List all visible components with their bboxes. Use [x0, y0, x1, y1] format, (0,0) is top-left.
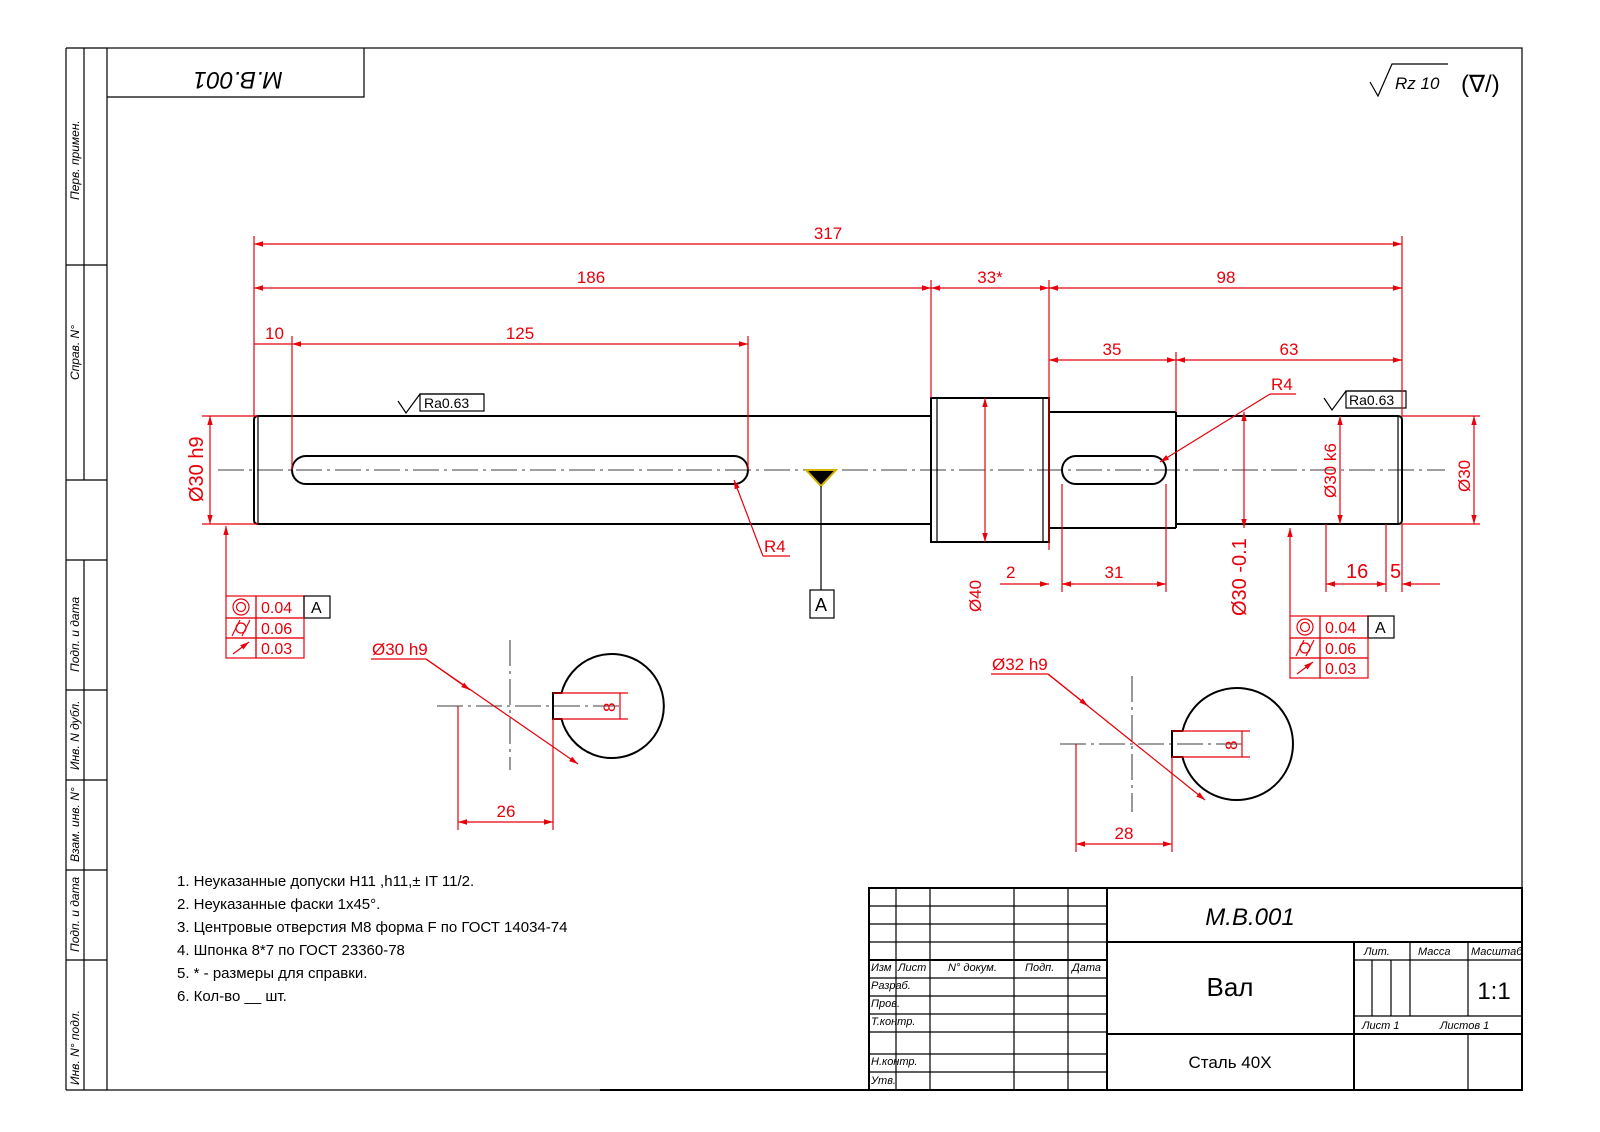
- section-left-diameter: Ø30 h9: [372, 640, 428, 659]
- tb-scale: 1:1: [1477, 978, 1510, 1005]
- gdt-right-value-2: 0.06: [1325, 641, 1356, 658]
- dim-16: 16: [1346, 561, 1368, 583]
- dim-r4-left: R4: [764, 537, 786, 556]
- gdt-right-datum: A: [1375, 620, 1386, 637]
- datum-label: A: [815, 595, 827, 615]
- gdt-left-datum: A: [311, 600, 322, 617]
- tb-lit: Лит.: [1363, 946, 1390, 958]
- cylindricity-icon: [1295, 639, 1315, 657]
- dim-125: 125: [506, 324, 534, 343]
- section-left-depth: 26: [497, 802, 516, 821]
- dim-31: 31: [1105, 563, 1124, 582]
- dim-dia-30-01: Ø30 -0.1: [1229, 538, 1251, 616]
- dimensions: 317 186 33* 98 10 125 35 63 Ø30 h9 Ø40 Ø…: [186, 224, 1480, 616]
- section-left: 8 26 Ø30 h9: [371, 640, 665, 830]
- section-right-key-width: 8: [1222, 741, 1241, 750]
- note-3: 3. Центровые отверстия М8 форма F по ГОС…: [177, 919, 567, 936]
- shaft-main-view: A: [218, 397, 1445, 619]
- sidebar-inv-dubl: Инв. N дубл.: [68, 701, 82, 770]
- tb-razrab: Разраб.: [871, 980, 911, 992]
- gdt-frame-left: 0.04 A 0.06 0.03: [225, 595, 331, 659]
- tb-podp: Подп.: [1025, 962, 1054, 974]
- note-1: 1. Неуказанные допуски H11 ,h11,± IT 11/…: [177, 873, 474, 890]
- stamp-drawing-number: M.B.001: [193, 66, 282, 93]
- gdt-left-value-1: 0.04: [261, 600, 292, 617]
- sidebar-vzam-inv: Взам. инв. N°: [68, 787, 82, 862]
- section-right: 8 28 Ø32 h9: [991, 655, 1294, 852]
- sidebar-inv-podl: Инв. N° подл.: [68, 1010, 82, 1085]
- roughness-ra-right: Ra0.63: [1349, 392, 1394, 408]
- dim-dia-right: Ø30: [1455, 460, 1474, 492]
- dim-186: 186: [577, 268, 605, 287]
- runout-icon: [1296, 661, 1314, 675]
- sidebar-podp-data-1: Подп. и дата: [68, 597, 82, 672]
- tb-list-col: Лист: [897, 962, 926, 974]
- roughness-rz: Rz 10: [1395, 74, 1440, 93]
- tb-name: Вал: [1207, 972, 1254, 1002]
- tb-material: Сталь 40Х: [1188, 1053, 1271, 1072]
- section-left-key-width: 8: [600, 703, 619, 712]
- gdt-left-value-2: 0.06: [261, 621, 292, 638]
- tb-n-kontr: Н.контр.: [871, 1056, 918, 1068]
- tb-n-dokum: N° докум.: [948, 962, 997, 974]
- gdt-right-value-3: 0.03: [1325, 661, 1356, 678]
- section-right-depth: 28: [1115, 824, 1134, 843]
- note-4: 4. Шпонка 8*7 по ГОСТ 23360-78: [177, 942, 405, 959]
- dim-35: 35: [1103, 340, 1122, 359]
- technical-notes: 1. Неуказанные допуски H11 ,h11,± IT 11/…: [177, 873, 567, 1005]
- tb-list: Лист 1: [1361, 1020, 1400, 1032]
- gdt-left-value-3: 0.03: [261, 641, 292, 658]
- roughness-ra-left: Ra0.63: [424, 395, 469, 411]
- dim-2: 2: [1006, 563, 1015, 582]
- sidebar-perv-primen: Перв. примен.: [68, 120, 82, 200]
- dim-r4-right: R4: [1271, 375, 1293, 394]
- dim-dia-k6: Ø30 k6: [1321, 443, 1340, 498]
- dim-63: 63: [1280, 340, 1299, 359]
- concentricity-icon: [1296, 618, 1314, 636]
- top-stamp: M.B.001: [107, 48, 365, 98]
- dim-5: 5: [1390, 561, 1401, 583]
- dim-10: 10: [265, 324, 284, 343]
- general-roughness: Rz 10 (∇/): [1369, 63, 1500, 98]
- tb-utv: Утв.: [870, 1075, 896, 1087]
- tb-listov: Листов 1: [1439, 1020, 1489, 1032]
- dim-98: 98: [1217, 268, 1236, 287]
- tb-izm: Изм: [871, 962, 892, 974]
- dim-33: 33*: [977, 268, 1003, 287]
- tb-prov: Пров.: [871, 998, 900, 1010]
- tb-data: Дата: [1070, 962, 1101, 974]
- tb-designation: M.B.001: [1205, 904, 1294, 931]
- note-5: 5. * - размеры для справки.: [177, 965, 367, 982]
- roughness-general-symbol: (∇/): [1461, 71, 1500, 98]
- concentricity-icon: [232, 598, 250, 616]
- dim-dia-40: Ø40: [966, 580, 985, 612]
- dim-317: 317: [814, 224, 842, 243]
- section-right-diameter: Ø32 h9: [992, 655, 1048, 674]
- tb-t-kontr: Т.контр.: [871, 1016, 915, 1028]
- dim-dia-left: Ø30 h9: [186, 436, 208, 502]
- sidebar-labels: Перв. примен. Справ. N° Подп. и дата Инв…: [68, 120, 82, 1085]
- runout-icon: [232, 641, 250, 655]
- gdt-right-value-1: 0.04: [1325, 620, 1356, 637]
- note-6: 6. Кол-во __ шт.: [177, 988, 287, 1005]
- sidebar-sprav-no: Справ. N°: [68, 325, 82, 380]
- roughness-marks: Ra0.63 Ra0.63: [397, 390, 1407, 415]
- tb-masshtab: Масштаб: [1471, 946, 1523, 958]
- note-2: 2. Неуказанные фаски 1x45°.: [177, 896, 380, 913]
- title-block: Изм Лист N° докум. Подп. Дата Разраб. Пр…: [868, 887, 1523, 1091]
- tb-massa: Масса: [1418, 946, 1451, 958]
- sidebar-podp-data-2: Подп. и дата: [68, 877, 82, 952]
- cylindricity-icon: [231, 619, 251, 637]
- gdt-frame-right: 0.04 A 0.06 0.03: [1289, 615, 1395, 679]
